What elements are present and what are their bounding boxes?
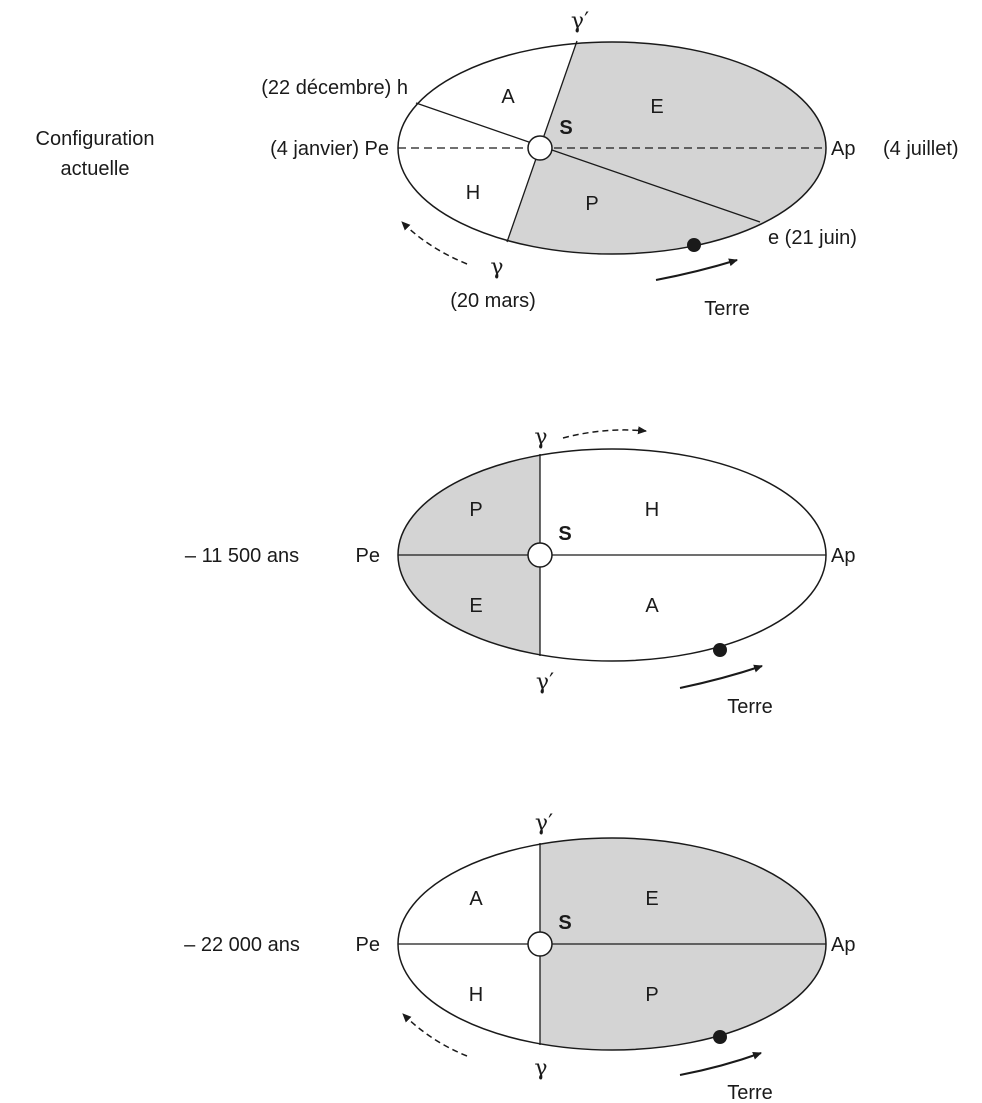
sector-summer: E <box>469 595 482 617</box>
sector-summer: E <box>650 96 663 118</box>
perihelion-label: Pe <box>356 934 380 956</box>
earth-label: Terre <box>727 1082 773 1103</box>
gamma-prime-label: γ′ <box>535 811 553 836</box>
earth-direction-arrow <box>655 258 738 281</box>
earth-dot <box>687 238 701 252</box>
gamma-label: γ <box>534 425 547 450</box>
sun-label: S <box>559 117 572 139</box>
sector-winter: H <box>469 984 483 1006</box>
aphelion-date: (4 juillet) <box>883 138 959 160</box>
earth-label: Terre <box>727 696 773 718</box>
earth-dot <box>713 643 727 657</box>
winter-solstice-label: (22 décembre) h <box>261 77 408 99</box>
precession-arrow-dashed <box>402 1013 468 1057</box>
precession-arrow-dashed <box>562 426 647 439</box>
era-label: – 22 000 ans <box>184 934 300 956</box>
earth-label: Terre <box>704 298 750 320</box>
aphelion-label: Ap <box>831 138 855 160</box>
sun-circle <box>527 135 553 161</box>
earth-direction-arrow <box>679 664 763 689</box>
precession-arrow-dashed <box>401 221 468 265</box>
shaded-sector-e-p <box>540 838 826 1050</box>
perihelion-label: Pe <box>356 545 380 567</box>
perihelion-label: (4 janvier) Pe <box>270 138 389 160</box>
config-title-line2: actuelle <box>61 158 130 180</box>
sun-label: S <box>558 523 571 545</box>
sector-autumn: A <box>469 888 483 910</box>
spring-equinox-date: (20 mars) <box>450 290 536 312</box>
earth-direction-arrow <box>679 1051 762 1076</box>
gamma-label: γ <box>534 1056 547 1081</box>
sector-spring: P <box>469 499 482 521</box>
sun-circle <box>527 931 553 957</box>
diagram-minus-22000: – 22 000 ans Pe Ap γ′ γ S A E H P Terre <box>184 811 855 1103</box>
gamma-prime-label: γ′ <box>571 9 589 34</box>
summer-solstice-label: e (21 juin) <box>768 227 857 249</box>
sector-winter: H <box>645 499 659 521</box>
diagram-minus-11500: – 11 500 ans Pe Ap γ γ′ S P H E A Terre <box>185 425 856 718</box>
diagram-current-configuration: Configuration actuelle (22 décembre) h (… <box>36 9 959 320</box>
aphelion-label: Ap <box>831 545 855 567</box>
gamma-label: γ <box>490 255 503 280</box>
sector-autumn: A <box>501 86 515 108</box>
gamma-prime-label: γ′ <box>536 670 554 695</box>
sector-spring: P <box>645 984 658 1006</box>
config-title-line1: Configuration <box>36 128 155 150</box>
sector-winter: H <box>466 182 480 204</box>
aphelion-label: Ap <box>831 934 855 956</box>
sector-summer: E <box>645 888 658 910</box>
sun-label: S <box>558 912 571 934</box>
sector-autumn: A <box>645 595 659 617</box>
sun-circle <box>527 542 553 568</box>
sector-spring: P <box>585 193 598 215</box>
era-label: – 11 500 ans <box>185 545 299 567</box>
earth-dot <box>713 1030 727 1044</box>
solstice-line <box>415 102 761 223</box>
